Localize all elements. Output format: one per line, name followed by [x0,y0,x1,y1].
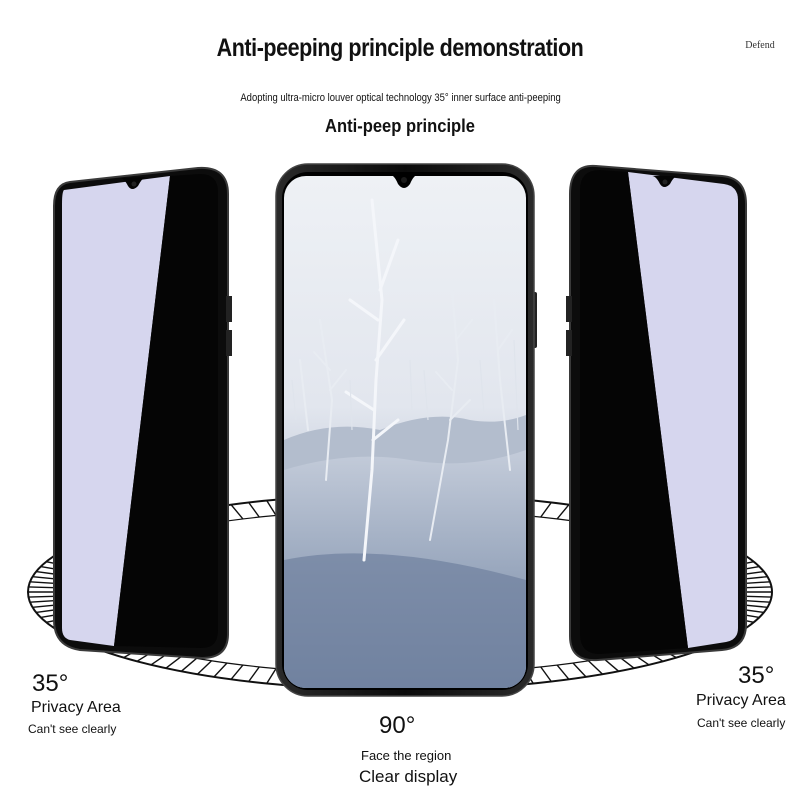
black-band-right [580,170,688,654]
dial-tick [165,655,183,669]
right-privacy-label: Privacy Area [696,692,786,709]
dial-tick [744,581,771,585]
right-caption: Can't see clearly [697,716,786,730]
dial-tick [266,500,277,516]
dial-tick [213,662,228,678]
dial-tick [248,502,260,518]
center-region-label: Face the region [361,748,452,763]
section-title: Anti-peep principle [325,116,475,136]
dial-tick [745,586,772,589]
right-phone [566,164,747,662]
dial-tick [180,657,198,672]
dial-tick [29,581,56,585]
center-phone [275,163,537,697]
subtitle: Adopting ultra-micro louver optical tech… [240,92,561,104]
dial-tick [29,599,56,603]
dial-tick [556,664,570,680]
black-band-left [114,174,218,648]
dial-tick [230,504,244,520]
privacy-screen-left [62,176,170,646]
brand-logo: Defend [745,40,775,51]
dial-tick [28,586,55,589]
dial-tick [28,595,55,598]
dial-tick [587,660,604,675]
dial-tick [196,660,213,675]
dial-tick [540,502,552,518]
dial-tick [266,668,277,684]
dial-tick [230,664,244,680]
dial-tick [572,662,587,678]
winter-wallpaper [284,176,526,688]
right-angle-label: 35° [738,662,775,689]
left-privacy-label: Privacy Area [31,699,121,716]
dial-tick [745,595,772,598]
page-title: Anti-peeping principle demonstration [216,34,584,62]
center-caption: Clear display [359,767,458,786]
dial-tick [602,657,620,672]
dial-tick [540,666,552,682]
privacy-screen-right [628,172,738,648]
dial-tick [248,666,260,682]
dial-tick [744,599,771,603]
left-phone [53,166,232,660]
left-angle-label: 35° [32,670,69,697]
dial-tick [556,504,570,520]
left-caption: Can't see clearly [28,722,117,736]
center-angle-label: 90° [379,712,416,739]
